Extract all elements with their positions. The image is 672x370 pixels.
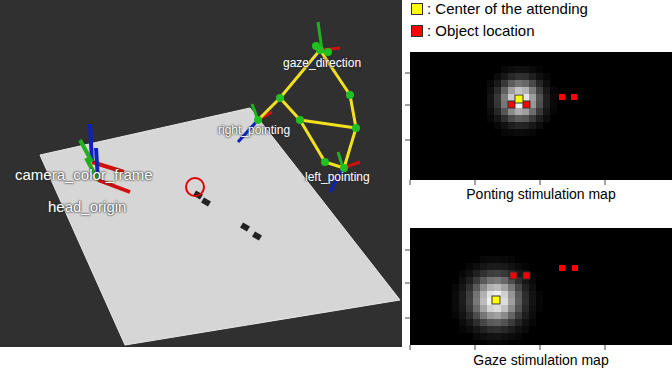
legend-entry: : Center of the attending: [411, 0, 588, 17]
stimulation-map: Gaze stimulation map: [410, 228, 672, 368]
object-markers: [193, 190, 262, 240]
hand-frame-axes: [238, 22, 360, 192]
legend-swatch: [411, 25, 423, 37]
stimulation-map: Ponting stimulation map: [410, 52, 672, 202]
legend-text: : Center of the attending: [427, 0, 588, 17]
map-caption: Ponting stimulation map: [410, 186, 672, 202]
legend-swatch: [411, 3, 423, 15]
heatmap-cells: [452, 66, 557, 345]
axis-ticks: [405, 73, 605, 350]
frame-label: left_pointing: [305, 170, 370, 184]
table-plane: [40, 108, 400, 345]
legend-text: : Object location: [427, 22, 535, 39]
frame-label: right_pointing: [218, 123, 290, 137]
pointing-map-ground: [410, 52, 672, 180]
viewer-background: [0, 0, 402, 347]
legend-entry: : Object location: [411, 22, 535, 39]
frame-label: camera_color_frame: [15, 166, 153, 183]
attended-object-circle: [186, 178, 204, 196]
map-caption: Gaze stimulation map: [410, 352, 672, 368]
gaze-map-ground: [410, 228, 672, 345]
frame-label: head_origin: [48, 198, 126, 215]
frame-label: gaze_direction: [283, 56, 361, 70]
